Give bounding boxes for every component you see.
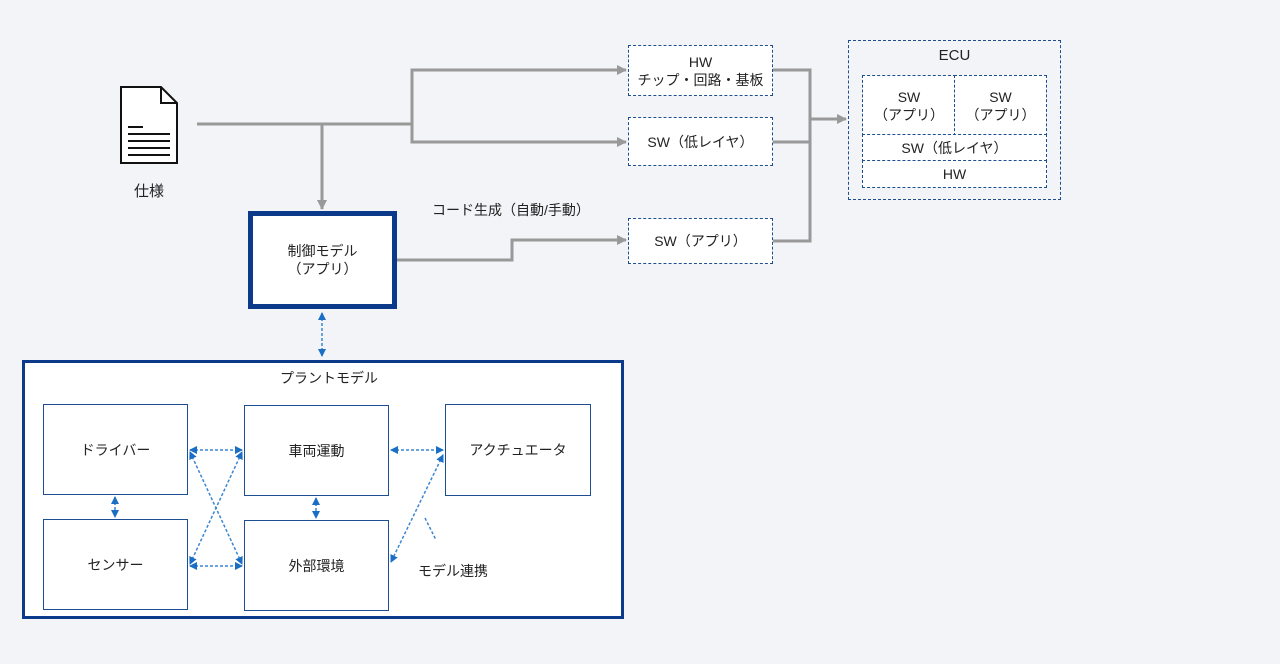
ecu-sw-low-layer-label: SW（低レイヤ） — [901, 140, 1008, 156]
vehicle-dynamics-block[interactable]: 車両運動 — [244, 405, 389, 496]
actuator-label: アクチュエータ — [469, 442, 567, 458]
sensor-label: センサー — [87, 556, 144, 573]
sw-app-label: SW（アプリ） — [654, 233, 747, 249]
environment-block[interactable]: 外部環境 — [244, 520, 389, 611]
spec-label: 仕様 — [133, 183, 164, 200]
ecu-sw-app-2[interactable]: SW （アプリ） — [954, 75, 1047, 136]
driver-label: ドライバー — [80, 441, 151, 458]
ecu-hw-label: HW — [942, 166, 967, 182]
spec-document — [118, 85, 180, 165]
control-model-subtitle: （アプリ） — [287, 261, 358, 277]
ecu-box[interactable] — [848, 40, 1061, 200]
ecu-title: ECU — [938, 47, 971, 64]
environment-label: 外部環境 — [288, 557, 345, 574]
code-gen-arrow — [397, 235, 627, 262]
hw-merge-line — [773, 68, 812, 243]
to-sw-low-arrow — [410, 124, 627, 147]
driver-block[interactable]: ドライバー — [43, 404, 188, 495]
vehicle-dynamics-label: 車両運動 — [288, 442, 345, 459]
sw-app-box[interactable]: SW（アプリ） — [628, 218, 773, 264]
hw-box-title: HW — [688, 53, 713, 70]
ecu-sw-app-2-title: SW — [989, 88, 1012, 105]
sensor-block[interactable]: センサー — [43, 519, 188, 610]
ecu-sw-app-1-title: SW — [897, 88, 921, 105]
document-icon — [120, 86, 178, 164]
plant-model-title: プラントモデル — [280, 370, 378, 386]
sw-low-layer-label: SW（低レイヤ） — [647, 133, 754, 150]
model-link-label: モデル連携 — [418, 563, 488, 579]
to-hw-arrow — [410, 65, 627, 124]
sw-low-layer-box[interactable]: SW（低レイヤ） — [628, 117, 773, 166]
ecu-sw-app-1-subtitle: （アプリ） — [874, 106, 944, 123]
control-model-title: 制御モデル — [287, 243, 358, 259]
code-generation-label: コード生成（自動/手動） — [432, 202, 590, 218]
actuator-block[interactable]: アクチュエータ — [445, 404, 591, 496]
ecu-sw-low-layer[interactable]: SW（低レイヤ） — [862, 134, 1047, 162]
hw-box-subtitle: チップ・回路・基板 — [637, 71, 764, 88]
ecu-hw[interactable]: HW — [862, 160, 1047, 188]
ecu-sw-app-2-subtitle: （アプリ） — [965, 106, 1036, 123]
hw-box[interactable]: HW チップ・回路・基板 — [628, 45, 773, 96]
control-model-box[interactable]: 制御モデル （アプリ） — [248, 211, 397, 309]
ecu-sw-app-1[interactable]: SW （アプリ） — [862, 75, 956, 136]
